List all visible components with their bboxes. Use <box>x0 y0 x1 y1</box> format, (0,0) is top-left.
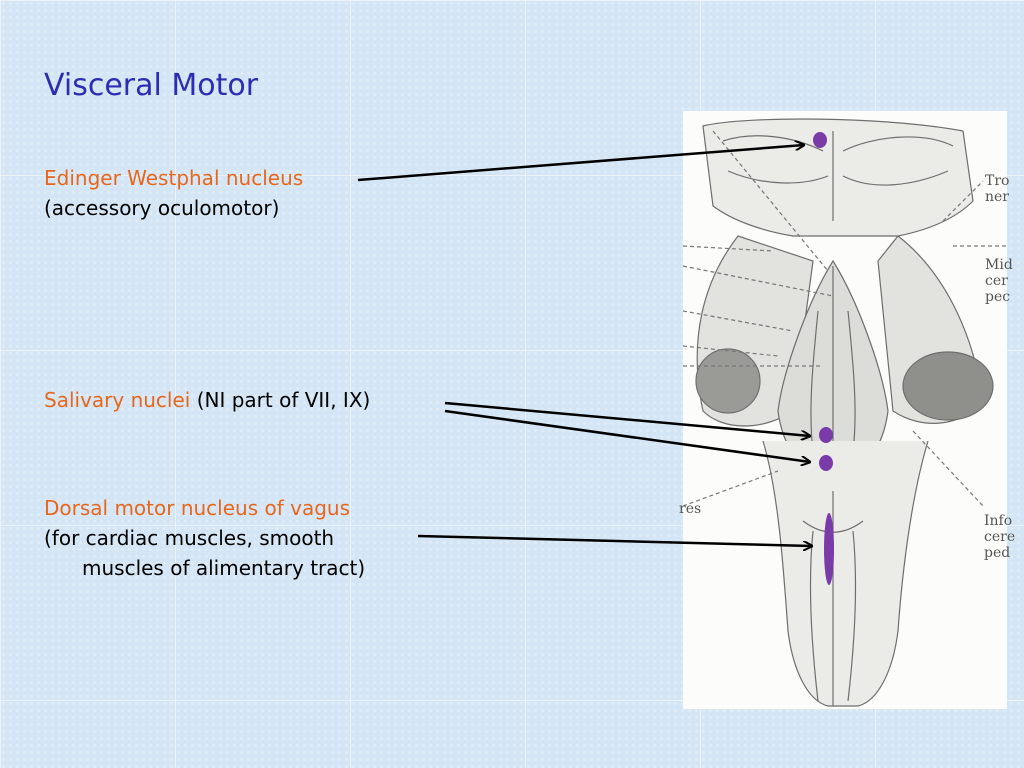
edinger-westphal-label: Edinger Westphal nucleus <box>44 166 304 190</box>
salivary-nuclei-label: Salivary nuclei <box>44 388 191 412</box>
cerebellum-cut-right <box>902 351 994 421</box>
salivary-nuclei-block: Salivary nuclei (NI part of VII, IX) <box>44 385 370 415</box>
dorsal-motor-detail-1: (for cardiac muscles, smooth <box>44 526 335 550</box>
edinger-westphal-detail: (accessory oculomotor) <box>44 196 280 220</box>
salivary-nuclei-detail: (NI part of VII, IX) <box>190 388 371 412</box>
brainstem-drawing <box>682 118 1008 707</box>
dorsal-motor-detail-2: muscles of alimentary tract) <box>82 556 366 580</box>
cerebellum-cut-left <box>695 348 761 414</box>
medulla-outline <box>762 440 929 707</box>
dorsal-motor-block: Dorsal motor nucleus of vagus (for cardi… <box>44 493 365 583</box>
label-left-fragment: res <box>679 501 702 517</box>
dorsal-motor-label: Dorsal motor nucleus of vagus <box>44 496 351 520</box>
slide-title: Visceral Motor <box>44 68 259 103</box>
edinger-westphal-block: Edinger Westphal nucleus (accessory ocul… <box>44 163 303 223</box>
